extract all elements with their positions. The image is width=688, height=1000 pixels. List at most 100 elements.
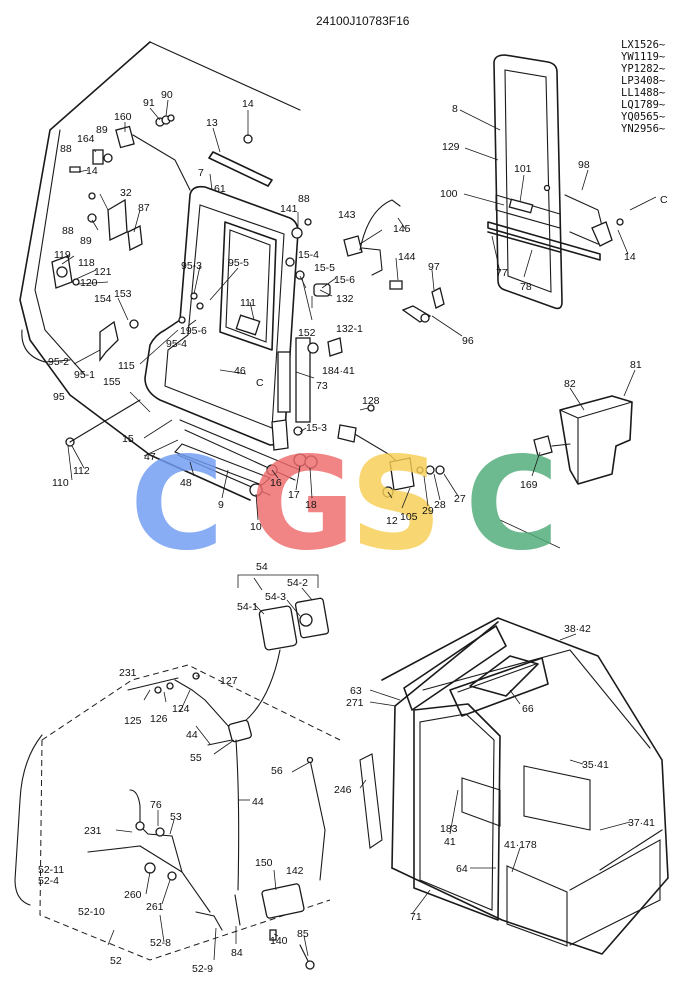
serial-code-list: LX1526~ YW1119~ YP1282~ LP3408~ LL1488~ … <box>621 39 665 135</box>
callout-label: 96 <box>462 335 474 347</box>
callout-label: 125 <box>124 715 142 727</box>
side-cover-drawing <box>499 395 633 549</box>
callout-label: 52-9 <box>192 963 213 975</box>
callout-label: 76 <box>150 799 162 811</box>
callout-label: 44 <box>186 729 198 741</box>
callout-label: 14 <box>242 98 254 110</box>
callout-label: 41 <box>444 836 456 848</box>
callout-label: 126 <box>150 713 168 725</box>
callout-label: 15-5 <box>314 262 335 274</box>
cab-callouts: 38·42 63 271 66 246 35·41 183 41 41·178 … <box>334 623 655 923</box>
callout-label: 66 <box>522 703 534 715</box>
callout-label: 48 <box>180 477 192 489</box>
callout-label: 271 <box>346 697 364 709</box>
leader-lines <box>61 99 657 961</box>
callout-label: 129 <box>442 141 460 153</box>
serial-code: LL1488~ <box>621 87 665 99</box>
lamp-callouts: 54 54-2 54-3 54-1 <box>237 561 308 613</box>
callout-label: 37·41 <box>628 817 655 829</box>
callout-label: 95-2 <box>48 356 69 368</box>
callout-label: 144 <box>398 251 416 263</box>
callout-label: 141 <box>280 203 298 215</box>
watermark-letter: C <box>465 430 559 579</box>
watermark-letter: G <box>250 430 355 579</box>
callout-label: 89 <box>80 235 92 247</box>
callout-label: 95-1 <box>74 369 95 381</box>
callout-label: 35·41 <box>582 759 609 771</box>
drawing-number: 24100J10783F16 <box>316 14 410 28</box>
callout-label: 14 <box>624 251 636 263</box>
callout-label: 84 <box>231 947 243 959</box>
callout-label: 53 <box>170 811 182 823</box>
callout-label: 169 <box>520 479 538 491</box>
callout-label: 8 <box>452 103 458 115</box>
callout-label: 14 <box>86 165 98 177</box>
serial-code: YN2956~ <box>621 123 665 135</box>
callout-label: 17 <box>288 489 300 501</box>
callout-label: 98 <box>578 159 590 171</box>
callout-label: 155 <box>103 376 121 388</box>
callout-label: 41·178 <box>504 839 537 851</box>
watermark-letter: S <box>350 430 442 579</box>
callout-label: 15 <box>122 433 134 445</box>
callout-label: 46 <box>234 365 246 377</box>
callout-label: 15-4 <box>298 249 319 261</box>
callout-label: 128 <box>362 395 380 407</box>
callout-label: 10 <box>250 521 262 533</box>
callout-label: 112 <box>73 465 90 477</box>
callout-label: 119 <box>54 249 71 261</box>
callout-label: 27 <box>454 493 466 505</box>
serial-code: YQ0565~ <box>621 111 665 123</box>
callout-label: 28 <box>434 499 446 511</box>
callout-label: 160 <box>114 111 132 123</box>
callout-label: 52 <box>110 955 122 967</box>
callout-label: 63 <box>350 685 362 697</box>
callout-label: 154 <box>94 293 112 305</box>
serial-code: LQ1789~ <box>621 99 665 111</box>
callout-label: 153 <box>114 288 132 300</box>
callout-label: 118 <box>78 257 95 269</box>
callout-label: 9 <box>218 499 224 511</box>
callout-label: 90 <box>161 89 173 101</box>
callout-label: 54-3 <box>265 591 286 603</box>
callout-label: 127 <box>220 675 238 687</box>
callout-label: 111 <box>240 297 256 309</box>
callout-label: 88 <box>298 193 310 205</box>
callout-label: 16 <box>270 477 282 489</box>
harness-callouts: 231 127 125 126 124 44 55 44 56 76 53 23… <box>38 667 309 975</box>
callout-label: 105 <box>400 511 418 523</box>
wiring-harness-drawing <box>14 664 341 970</box>
callout-label: 97 <box>428 261 440 273</box>
callout-label: 85 <box>297 928 309 940</box>
callout-label: 150 <box>255 857 273 869</box>
callout-label: C <box>660 194 668 206</box>
callout-label: 18 <box>305 499 317 511</box>
callout-label: 100 <box>440 188 458 200</box>
callout-label: 52-10 <box>78 906 105 918</box>
callout-label: 95 <box>53 391 65 403</box>
callout-label: 7 <box>198 167 204 179</box>
callout-label: 54-2 <box>287 577 308 589</box>
callout-label: 184·41 <box>322 365 355 377</box>
callout-label: 143 <box>338 209 356 221</box>
callout-label: 56 <box>271 765 283 777</box>
callout-label: 101 <box>514 163 532 175</box>
callout-label: 89 <box>96 124 108 136</box>
callout-label: 88 <box>62 225 74 237</box>
callout-label: 142 <box>286 865 304 877</box>
callout-label: 87 <box>138 202 150 214</box>
callout-label: 95-3 <box>181 260 202 272</box>
window-callouts: 8 129 101 98 100 C 77 78 14 <box>440 103 668 293</box>
callout-label: 44 <box>252 796 264 808</box>
callout-label: 95-5 <box>228 257 249 269</box>
callout-label: 261 <box>146 901 164 913</box>
callout-label: 78 <box>520 281 532 293</box>
callout-label: 61 <box>214 183 226 195</box>
callout-label: 231 <box>84 825 102 837</box>
callout-label: 71 <box>410 911 422 923</box>
callout-label: 64 <box>456 863 468 875</box>
callout-label: 164 <box>77 133 95 145</box>
callout-label: 13 <box>206 117 218 129</box>
callout-label: 77 <box>496 267 508 279</box>
